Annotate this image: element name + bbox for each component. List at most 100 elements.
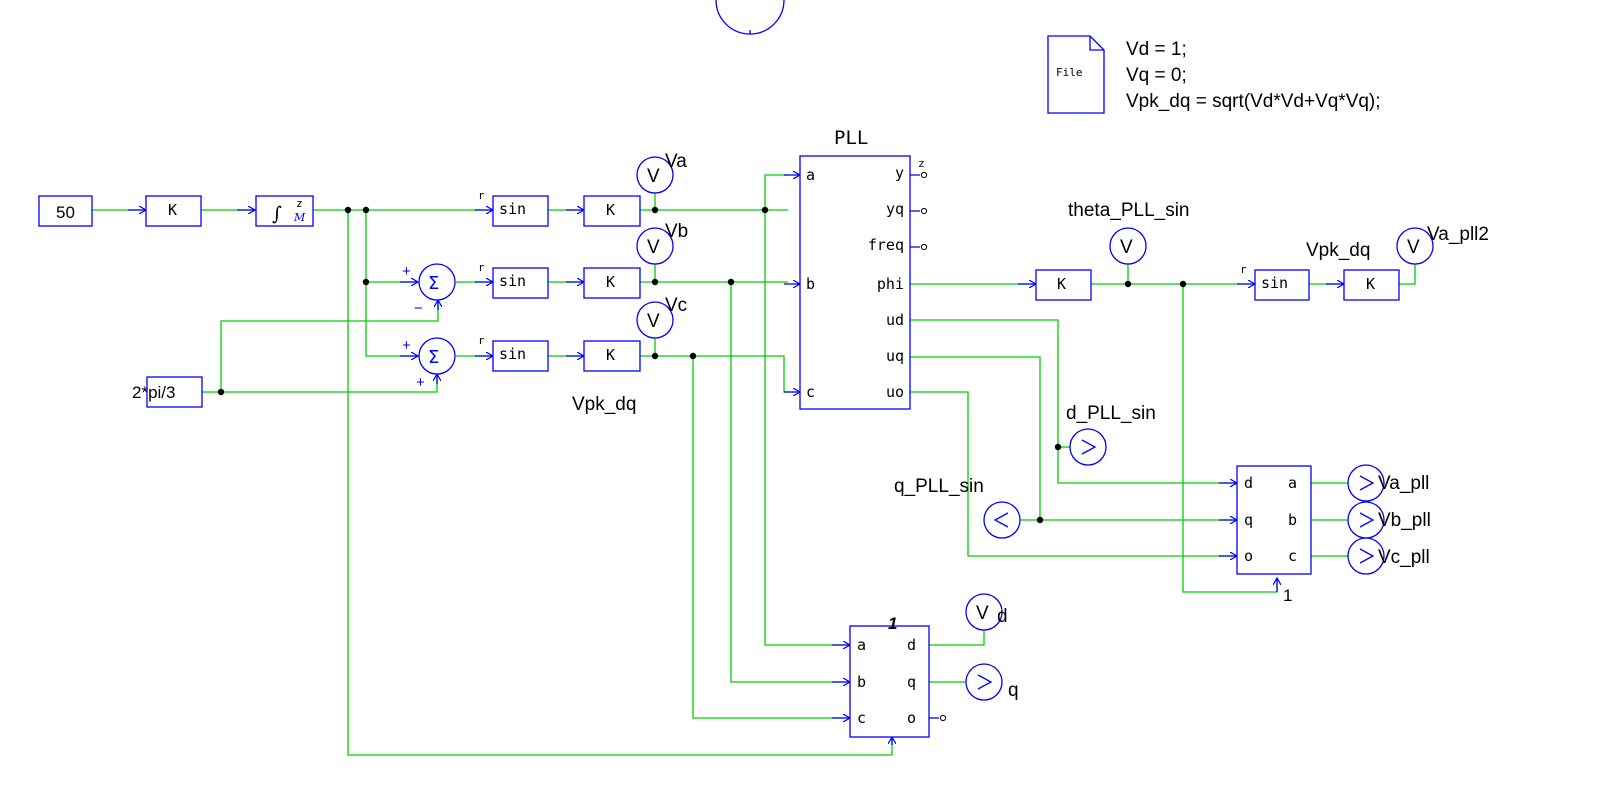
- pll-out-uo: uo: [886, 383, 904, 401]
- svg-text:sin: sin: [499, 200, 526, 218]
- svg-text:+: +: [416, 374, 425, 391]
- gain-block-phi[interactable]: K: [1035, 269, 1092, 301]
- probe-q[interactable]: [965, 663, 1003, 701]
- probe-label-va-pll2: Va_pll2: [1427, 224, 1489, 245]
- svg-text:V: V: [647, 166, 660, 187]
- phase-constant-block[interactable]: 2*pi/3: [132, 376, 203, 408]
- svg-text:K: K: [1057, 275, 1066, 293]
- pll-out-freq: freq: [868, 236, 904, 254]
- svg-text:z: z: [918, 157, 925, 170]
- svg-text:+: +: [402, 337, 411, 354]
- probe-label-d: d: [997, 606, 1008, 627]
- pll-out-y: y: [895, 164, 904, 182]
- svg-text:Σ: Σ: [428, 273, 439, 294]
- probe-label-vb: Vb: [665, 221, 688, 242]
- svg-text:d: d: [907, 636, 916, 654]
- freq-constant-block[interactable]: 50: [38, 195, 93, 227]
- probe-theta[interactable]: V: [1109, 227, 1147, 265]
- probe-label-vb-pll: Vb_pll: [1378, 510, 1431, 531]
- svg-text:sin: sin: [1261, 274, 1288, 292]
- svg-text:K: K: [606, 346, 615, 364]
- svg-text:K: K: [606, 201, 615, 219]
- pll-in-c: c: [806, 383, 815, 401]
- freq-constant-label: 50: [56, 203, 75, 222]
- svg-text:o: o: [907, 709, 916, 727]
- probe-vc-pll[interactable]: [1347, 537, 1385, 575]
- svg-text:a: a: [857, 636, 866, 654]
- pll-out-ud: ud: [886, 311, 904, 329]
- abc-to-dq-block[interactable]: 1 a b c d q o: [849, 614, 947, 738]
- svg-text:+: +: [402, 263, 411, 280]
- junctions: [217, 206, 1187, 524]
- svg-text:V: V: [1407, 237, 1420, 258]
- sin-block-b[interactable]: sin r: [478, 261, 549, 299]
- svg-text:K: K: [1366, 275, 1375, 293]
- svg-text:c: c: [857, 709, 866, 727]
- probe-label-vc-pll: Vc_pll: [1378, 547, 1430, 568]
- sum-junction-c[interactable]: Σ + +: [402, 337, 456, 391]
- probe-label-va: Va: [665, 151, 687, 172]
- probe-label-d-pll: d_PLL_sin: [1066, 403, 1156, 424]
- arrows: [128, 175, 1344, 745]
- svg-text:Σ: Σ: [428, 347, 439, 368]
- pll-in-b: b: [806, 275, 815, 293]
- probe-va-pll2[interactable]: V: [1396, 227, 1434, 265]
- svg-text:o: o: [1244, 547, 1253, 565]
- svg-text:−: −: [414, 300, 423, 317]
- svg-text:c: c: [1288, 547, 1297, 565]
- svg-text:d: d: [1244, 474, 1253, 492]
- sum-junction-b[interactable]: Σ + −: [402, 263, 456, 317]
- probe-label-theta: theta_PLL_sin: [1068, 200, 1190, 221]
- param-line-2: Vq = 0;: [1126, 65, 1187, 86]
- probe-label-va-pll: Va_pll: [1378, 473, 1429, 494]
- probe-d[interactable]: V: [965, 593, 1003, 631]
- pll-out-uq: uq: [886, 347, 904, 365]
- param-line-1: Vd = 1;: [1126, 39, 1187, 60]
- dq-to-abc-block[interactable]: d q o a b c 1: [1236, 465, 1312, 605]
- pll-out-phi: phi: [877, 275, 904, 293]
- pll-title: PLL: [834, 127, 868, 149]
- pll-out-yq: yq: [886, 200, 904, 218]
- svg-text:a: a: [1288, 474, 1297, 492]
- dq-to-abc-label: 1: [1283, 586, 1292, 605]
- sin-block-c[interactable]: sin r: [478, 334, 549, 372]
- svg-text:r: r: [478, 334, 485, 347]
- gain-block-b[interactable]: K: [583, 267, 641, 299]
- param-line-3: Vpk_dq = sqrt(Vd*Vd+Vq*Vq);: [1126, 91, 1381, 112]
- svg-text:r: r: [1240, 263, 1247, 276]
- pll-block[interactable]: PLL a b c y yq freq phi ud uq uo z: [799, 127, 928, 410]
- svg-text:q: q: [1244, 511, 1253, 529]
- phase-constant-label: 2*pi/3: [132, 383, 175, 402]
- parameter-file-block[interactable]: File: [1047, 35, 1105, 114]
- svg-text:K: K: [168, 201, 177, 219]
- gain-block-1[interactable]: K: [145, 195, 202, 227]
- label-vpk-dq-right: Vpk_dq: [1306, 240, 1370, 261]
- pll-in-a: a: [806, 166, 815, 184]
- gain-block-c[interactable]: K: [583, 340, 641, 372]
- svg-text:M: M: [293, 211, 306, 224]
- integral-symbol: ∫: [272, 203, 282, 225]
- partial-probe-top: [715, 0, 785, 35]
- probe-d-pll[interactable]: [1069, 428, 1107, 466]
- sin-block-a[interactable]: sin r: [478, 189, 549, 227]
- gain-block-a[interactable]: K: [583, 195, 641, 227]
- file-icon-label: File: [1056, 66, 1083, 79]
- svg-text:V: V: [1120, 237, 1133, 258]
- svg-text:sin: sin: [499, 345, 526, 363]
- sin-block-pll[interactable]: sin r: [1240, 263, 1310, 301]
- probe-va-pll[interactable]: [1347, 464, 1385, 502]
- svg-text:V: V: [647, 311, 660, 332]
- gain-block-pll[interactable]: K: [1343, 269, 1400, 301]
- svg-text:K: K: [606, 273, 615, 291]
- abc-to-dq-title: 1: [888, 614, 897, 633]
- integrator-block[interactable]: ∫ z M: [255, 195, 314, 227]
- probe-vc[interactable]: V: [636, 301, 674, 339]
- svg-text:r: r: [478, 261, 485, 274]
- svg-text:z: z: [296, 197, 303, 210]
- probe-q-pll[interactable]: [983, 501, 1021, 539]
- probe-va[interactable]: V: [636, 156, 674, 194]
- svg-text:b: b: [857, 673, 866, 691]
- probe-label-q: q: [1008, 680, 1019, 701]
- probe-vb[interactable]: V: [636, 227, 674, 265]
